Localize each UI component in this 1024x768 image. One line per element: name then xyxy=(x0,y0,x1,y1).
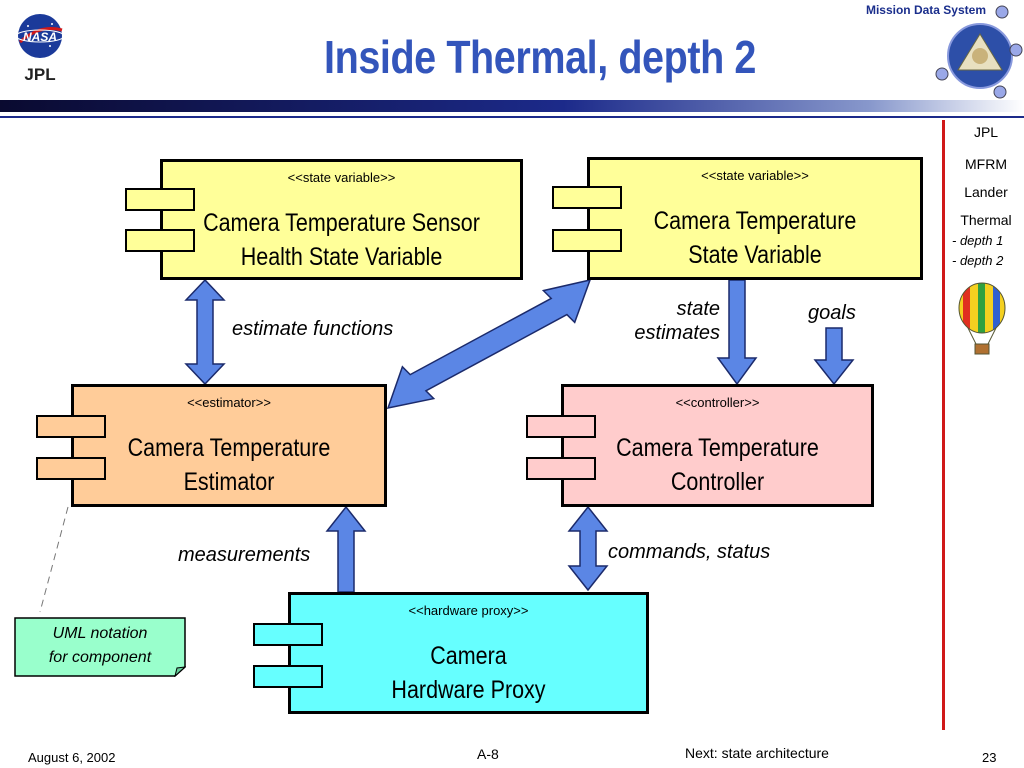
component-tab xyxy=(552,229,622,252)
component-name-line1: Camera Temperature Sensor xyxy=(203,209,480,237)
component-tab xyxy=(253,665,323,688)
arrow-state-estimates xyxy=(716,279,758,386)
component-name-line2: Controller xyxy=(670,468,765,496)
nav-item-thermal[interactable]: Thermal xyxy=(960,212,1012,228)
arrow-sensor-estimator xyxy=(184,278,226,386)
hot-air-balloon-icon xyxy=(955,282,1009,360)
nav-item-lander[interactable]: Lander xyxy=(964,184,1008,200)
label-goals: goals xyxy=(808,302,856,324)
temperature-controller: <<controller>> Camera Temperature Contro… xyxy=(561,384,874,507)
arrow-measurements xyxy=(325,505,367,593)
component-tab xyxy=(125,188,195,211)
component-name-line1: Camera Temperature xyxy=(653,207,857,235)
svg-text:JPL: JPL xyxy=(24,65,55,84)
temperature-state-variable: <<state variable>> Camera Temperature St… xyxy=(587,157,923,280)
footer-code: A-8 xyxy=(477,746,499,762)
component-tab xyxy=(36,457,106,480)
component-name-line2: State Variable xyxy=(688,241,822,269)
label-state-estimates-1: state xyxy=(676,298,720,320)
label-measurements: measurements xyxy=(178,544,311,566)
component-tab xyxy=(125,229,195,252)
label-commands-status: commands, status xyxy=(608,541,771,563)
arrow-commands-status xyxy=(567,505,609,592)
arrow-goals xyxy=(813,327,855,386)
temperature-estimator: <<estimator>> Camera Temperature Estimat… xyxy=(71,384,387,507)
uml-note-text: UML notation for component xyxy=(14,622,186,670)
uml-note-line1: UML notation xyxy=(52,625,148,642)
header-divider-bar xyxy=(0,100,1024,112)
component-tab xyxy=(552,186,622,209)
component-tab xyxy=(526,415,596,438)
component-stereotype: <<estimator>> xyxy=(187,395,271,410)
component-name-line1: Camera xyxy=(430,642,507,670)
sidebar-divider xyxy=(942,120,945,730)
uml-note-line2: for component xyxy=(48,649,152,666)
nav-item-mfrm[interactable]: MFRM xyxy=(965,156,1007,172)
page-title: Inside Thermal, depth 2 xyxy=(324,31,756,83)
nasa-jpl-logo-icon: NASA JPL xyxy=(10,12,70,84)
note-connector xyxy=(39,506,69,613)
label-state-estimates-2: estimates xyxy=(634,322,720,344)
nav-item-depth-1[interactable]: - depth 1 xyxy=(952,233,1004,248)
label-estimate-functions: estimate functions xyxy=(232,318,394,340)
svg-text:NASA: NASA xyxy=(23,30,57,44)
component-name-line2: Hardware Proxy xyxy=(391,676,546,704)
component-tab xyxy=(526,457,596,480)
nav-item-jpl[interactable]: JPL xyxy=(973,124,999,140)
mission-data-system-label: Mission Data System xyxy=(865,3,986,17)
footer-page-number: 23 xyxy=(982,750,997,765)
component-stereotype: <<controller>> xyxy=(675,395,760,410)
header-divider-line xyxy=(0,116,1024,118)
component-tab xyxy=(36,415,106,438)
component-stereotype: <<hardware proxy>> xyxy=(408,603,529,618)
component-tab xyxy=(253,623,323,646)
component-name-line1: Camera Temperature xyxy=(616,434,819,462)
component-name-line1: Camera Temperature xyxy=(127,434,331,462)
nav-item-depth-2[interactable]: - depth 2 xyxy=(952,253,1004,268)
footer-date: August 6, 2002 xyxy=(28,750,116,765)
footer-next[interactable]: Next: state architecture xyxy=(685,745,829,761)
mission-data-system-diagram-icon xyxy=(930,4,1024,100)
component-name-line2: Estimator xyxy=(183,468,275,496)
component-name-line2: Health State Variable xyxy=(240,243,443,271)
component-stereotype: <<state variable>> xyxy=(287,170,396,185)
camera-hardware-proxy: <<hardware proxy>> Camera Hardware Proxy xyxy=(288,592,649,714)
sensor-health-state-variable: <<state variable>> Camera Temperature Se… xyxy=(160,159,523,280)
arrow-state-estimator xyxy=(386,278,592,410)
component-stereotype: <<state variable>> xyxy=(701,168,809,183)
uml-note xyxy=(14,617,186,677)
